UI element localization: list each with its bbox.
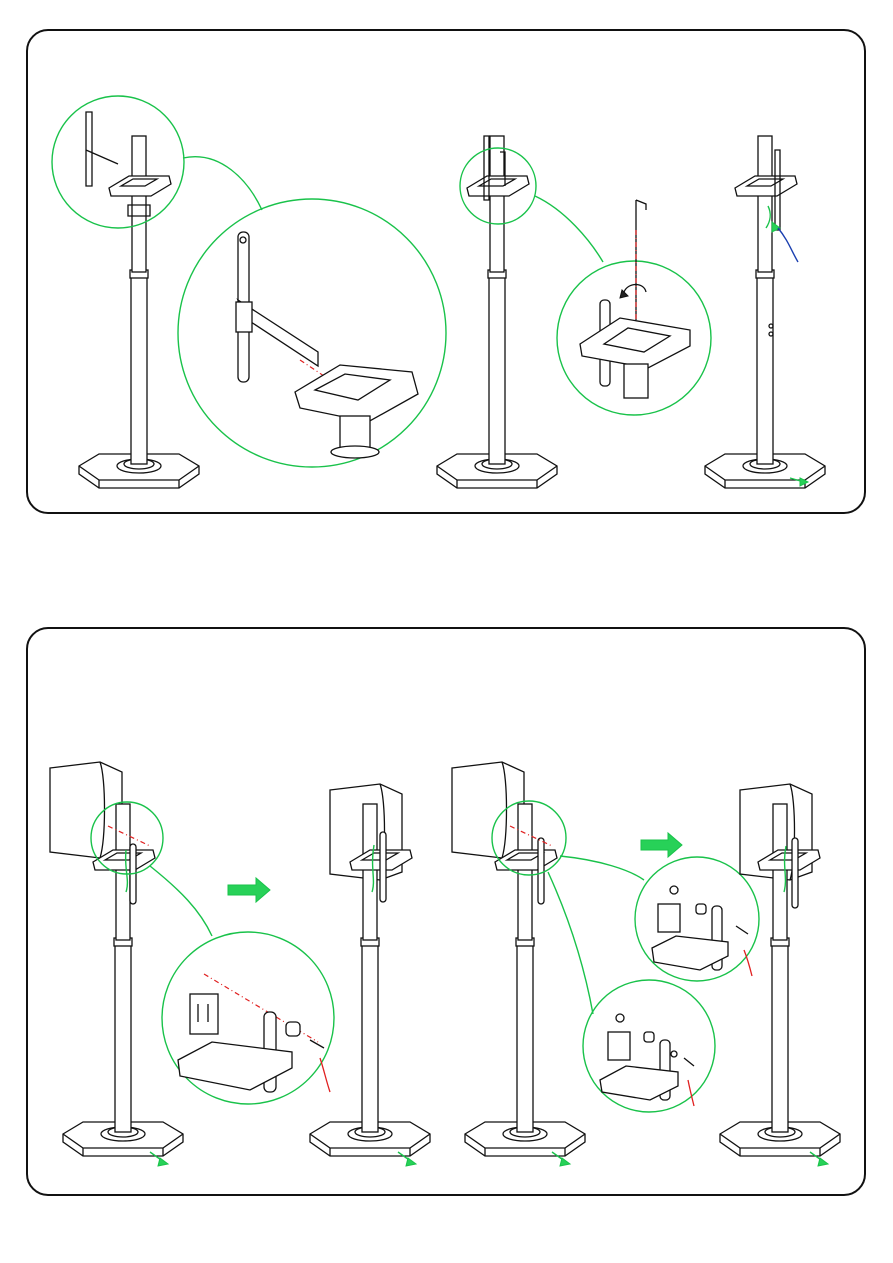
bracket-detail: [236, 232, 418, 458]
mount-detail-1: [178, 974, 330, 1092]
right-arrow-icon-2: [641, 833, 682, 857]
screw-icon: [310, 1040, 324, 1048]
right-arrow-icon: [228, 878, 270, 902]
mount-detail-2a: [652, 886, 752, 976]
rotate-arrow-icon: [624, 285, 646, 293]
pointer-line: [778, 228, 798, 262]
speaker-frame-2: [310, 784, 430, 1166]
stand-frame-3: [705, 136, 825, 488]
stand-frame-2: [437, 136, 557, 488]
speaker-frame-3: [452, 762, 585, 1166]
callout-connector: [183, 157, 262, 210]
hex-key-detail: [580, 200, 690, 398]
speaker-frame-1: [50, 762, 183, 1166]
washer-icon: [670, 886, 678, 894]
hex-key-icon: [636, 200, 646, 320]
spacer-icon: [286, 1022, 300, 1036]
zoom-callout-large: [178, 199, 446, 467]
mount-detail-2b: [600, 1014, 694, 1106]
callout-connector-2: [535, 196, 603, 262]
speaker-frame-4: [720, 784, 840, 1166]
stand-frame-1: [79, 112, 199, 488]
zoom-callout-small: [52, 96, 184, 228]
